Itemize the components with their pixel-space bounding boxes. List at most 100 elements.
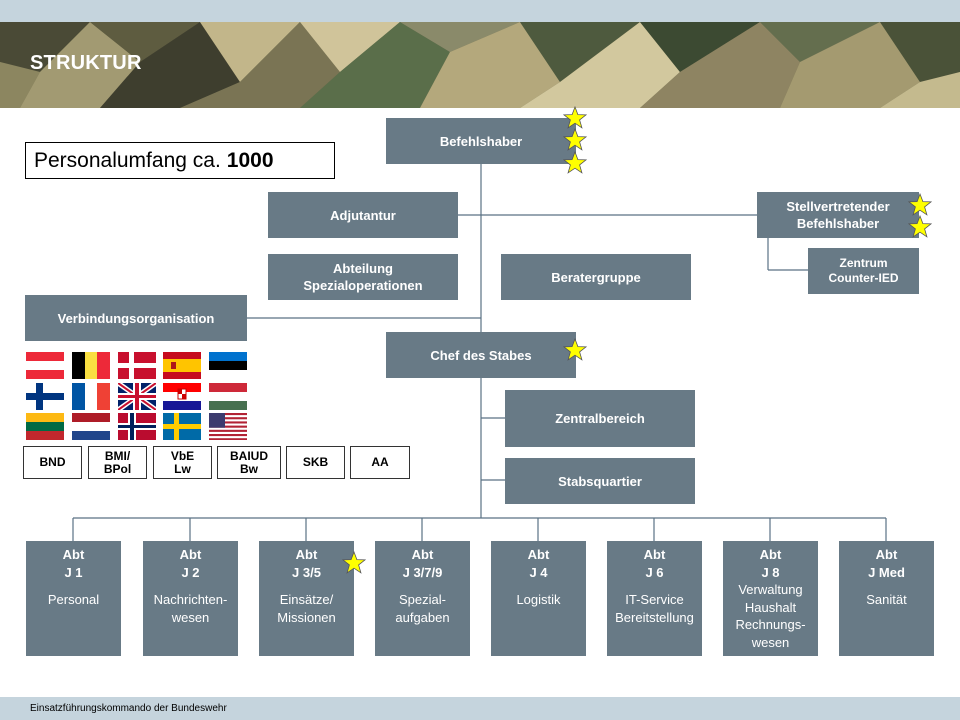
agency-bmi-bpol: BMI/ BPol bbox=[88, 446, 147, 479]
spezial-label-line1: Abteilung bbox=[333, 261, 393, 276]
department-desc: Missionen bbox=[277, 609, 336, 625]
stellv-label-line1: Stellvertretender bbox=[786, 199, 890, 214]
beratergruppe-label: Beratergruppe bbox=[551, 269, 641, 285]
star-icon bbox=[563, 128, 587, 151]
agency-label: AA bbox=[371, 455, 389, 469]
department-j1: Abt J 1 Personal bbox=[26, 541, 121, 656]
zentrum-label-line2: Counter-IED bbox=[828, 271, 899, 285]
department-j2: Abt J 2 Nachrichten- wesen bbox=[143, 541, 238, 656]
department-j35: Abt J 3/5 Einsätze/ Missionen bbox=[259, 541, 354, 656]
zentralbereich-box: Zentralbereich bbox=[505, 390, 695, 447]
verbindungsorganisation-box: Verbindungsorganisation bbox=[25, 295, 247, 341]
department-abt: Abt bbox=[62, 547, 85, 562]
agency-label-line2: Bw bbox=[240, 461, 258, 476]
department-j4: Abt J 4 Logistik bbox=[491, 541, 586, 656]
adjutantur-box: Adjutantur bbox=[268, 192, 458, 238]
department-desc: Bereitstellung bbox=[615, 609, 694, 625]
stabsquartier-box: Stabsquartier bbox=[505, 458, 695, 504]
flag-sweden-icon bbox=[163, 413, 201, 440]
agency-label-line1: VbE bbox=[170, 448, 195, 463]
star-icon bbox=[563, 106, 587, 129]
star-icon bbox=[563, 151, 587, 174]
chef-des-stabes-box: Chef des Stabes bbox=[386, 332, 576, 378]
department-desc: Spezial- bbox=[399, 592, 446, 607]
department-abt: Abt bbox=[295, 547, 318, 562]
department-desc: Personal bbox=[47, 592, 100, 607]
beratergruppe-box: Beratergruppe bbox=[501, 254, 691, 300]
spezial-label-line2: Spezialoperationen bbox=[303, 278, 423, 293]
agency-label: BND bbox=[39, 455, 66, 469]
stellv-label-line2: Befehlshaber bbox=[796, 216, 880, 231]
department-j379: Abt J 3/7/9 Spezial- aufgaben bbox=[375, 541, 470, 656]
flag-croatia-icon bbox=[163, 383, 201, 410]
department-desc: Einsätze/ bbox=[279, 592, 334, 607]
department-code: J 3/7/9 bbox=[402, 564, 443, 580]
flag-lithuania-icon bbox=[26, 413, 64, 440]
department-desc: aufgaben bbox=[395, 609, 450, 625]
spezialoperationen-box: Abteilung Spezialoperationen bbox=[268, 254, 458, 300]
department-desc: IT-Service bbox=[625, 592, 684, 607]
befehlshaber-label: Befehlshaber bbox=[439, 133, 523, 149]
personnel-label: Personalumfang ca. bbox=[34, 148, 221, 172]
department-abt: Abt bbox=[643, 547, 666, 562]
department-abt: Abt bbox=[875, 547, 898, 562]
agency-bnd: BND bbox=[23, 446, 82, 479]
stellvertretender-befehlshaber-box: Stellvertretender Befehlshaber bbox=[757, 192, 919, 238]
department-desc: Haushalt bbox=[744, 599, 797, 615]
top-bar bbox=[0, 0, 960, 22]
flag-norway-icon bbox=[118, 413, 156, 440]
department-code: J Med bbox=[868, 564, 905, 580]
flag-united-states-icon bbox=[209, 413, 247, 440]
star-icon bbox=[908, 193, 932, 216]
star-icon bbox=[908, 215, 932, 238]
flag-spain-icon bbox=[163, 352, 201, 379]
camouflage-banner bbox=[0, 22, 960, 108]
department-abt: Abt bbox=[527, 547, 550, 562]
chef-stabes-label: Chef des Stabes bbox=[430, 347, 532, 363]
department-abt: Abt bbox=[759, 547, 782, 562]
personnel-number: 1000 bbox=[226, 148, 274, 172]
agency-label-line1: BAIUD bbox=[230, 448, 268, 463]
flag-united-kingdom-icon bbox=[118, 383, 156, 410]
department-j8: Abt J 8 Verwaltung Haushalt Rechnungs- w… bbox=[723, 541, 818, 656]
agency-label-line2: Lw bbox=[174, 461, 191, 476]
star-icon bbox=[342, 551, 366, 574]
agency-baiud-bw: BAIUD Bw bbox=[217, 446, 281, 479]
department-j6: Abt J 6 IT-Service Bereitstellung bbox=[607, 541, 702, 656]
flag-denmark-icon bbox=[118, 352, 156, 379]
department-code: J 6 bbox=[645, 564, 664, 580]
adjutantur-label: Adjutantur bbox=[330, 207, 396, 223]
zentrum-counter-ied-box: Zentrum Counter-IED bbox=[808, 248, 919, 294]
agency-label-line1: BMI/ bbox=[104, 448, 131, 463]
flag-belgium-icon bbox=[72, 352, 110, 379]
flag-hungary-icon bbox=[209, 383, 247, 410]
department-abt: Abt bbox=[411, 547, 434, 562]
flag-france-icon bbox=[72, 383, 110, 410]
personnel-count-box: Personalumfang ca. 1000 bbox=[25, 142, 335, 179]
department-code: J 1 bbox=[64, 564, 83, 580]
department-code: J 2 bbox=[181, 564, 200, 580]
department-code: J 8 bbox=[761, 564, 780, 580]
flag-netherlands-icon bbox=[72, 413, 110, 440]
department-abt: Abt bbox=[179, 547, 202, 562]
agency-label-line2: BPol bbox=[103, 461, 132, 476]
flag-finland-icon bbox=[26, 383, 64, 410]
department-desc: Rechnungs- bbox=[735, 617, 806, 632]
agency-vbe-lw: VbE Lw bbox=[153, 446, 212, 479]
footer-bar bbox=[0, 697, 960, 720]
agency-label: SKB bbox=[302, 455, 329, 469]
zentrum-label-line1: Zentrum bbox=[839, 256, 888, 270]
department-desc: wesen bbox=[171, 609, 210, 625]
befehlshaber-box: Befehlshaber bbox=[386, 118, 576, 164]
stabsquartier-label: Stabsquartier bbox=[558, 473, 642, 489]
department-desc: Sanität bbox=[866, 592, 907, 607]
department-desc: Nachrichten- bbox=[153, 592, 228, 607]
zentralbereich-label: Zentralbereich bbox=[555, 411, 645, 426]
department-desc: Logistik bbox=[516, 592, 561, 607]
flag-austria-icon bbox=[26, 352, 64, 379]
department-jmed: Abt J Med Sanität bbox=[839, 541, 934, 656]
department-desc: Verwaltung bbox=[738, 582, 803, 597]
department-desc: wesen bbox=[751, 634, 790, 650]
page-title: STRUKTUR bbox=[30, 52, 142, 74]
footer-text: Einsatzführungskommando der Bundeswehr bbox=[30, 703, 227, 714]
